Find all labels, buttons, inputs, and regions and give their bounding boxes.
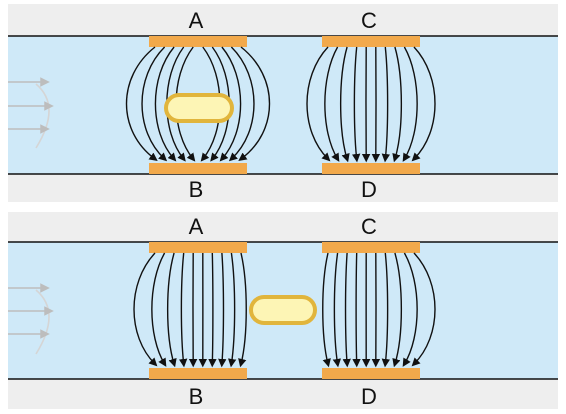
field-line [392,46,402,163]
field-line [381,46,391,163]
field-line [178,252,188,368]
electrode-a-bottom [149,242,247,253]
label-c-bottom: C [361,214,377,239]
field-line [238,252,247,368]
wall-bottom-upper [8,212,558,242]
particle-top [164,93,234,123]
field-line [133,252,158,367]
label-a-bottom: A [189,214,204,239]
field-lines-cd-bottom [322,252,436,368]
label-d-bottom: D [361,384,377,409]
label-b-bottom: B [189,384,204,409]
field-line [125,46,158,161]
field-lines-cd-top [306,46,436,163]
field-line [411,252,436,367]
field-line [219,46,242,162]
field-line [340,46,350,163]
field-line [167,252,177,368]
field-line [351,46,361,163]
field-line [381,252,391,368]
wall-bottom-lower [8,379,558,409]
field-line [392,252,402,368]
electrode-c-top [322,36,420,47]
panel-top: A C B D [8,4,558,202]
wall-top-upper [8,4,558,36]
electrode-d-top [322,163,420,174]
label-c-top: C [361,8,377,33]
field-lines-ab-bottom [133,252,247,368]
field-line [402,46,418,162]
field-line [402,252,418,367]
panel-bottom: A C B D [8,212,558,409]
field-line [208,252,217,368]
electrode-b-bottom [149,368,247,379]
field-line [218,252,227,368]
label-d-top: D [361,177,377,202]
field-line [228,46,255,162]
field-line [342,252,351,368]
field-line [306,46,331,162]
flow-arrows-top [8,77,54,149]
electrode-c-bottom [322,242,420,253]
field-line [151,252,167,367]
channel-top [8,36,558,174]
field-line [324,46,340,162]
field-line [154,46,177,162]
label-a-top: A [189,8,204,33]
electrode-d-bottom [322,368,420,379]
flow-arrows-bottom [8,283,54,355]
label-b-top: B [189,177,204,202]
field-line [238,46,271,161]
field-line [228,252,237,368]
particle-bottom [249,295,317,325]
electrode-a-top [149,36,247,47]
field-line [332,252,341,368]
field-line [352,252,361,368]
electrode-b-top [149,163,247,174]
field-line [322,252,331,368]
field-line [141,46,168,162]
wall-top-lower [8,174,558,202]
field-line [411,46,436,162]
